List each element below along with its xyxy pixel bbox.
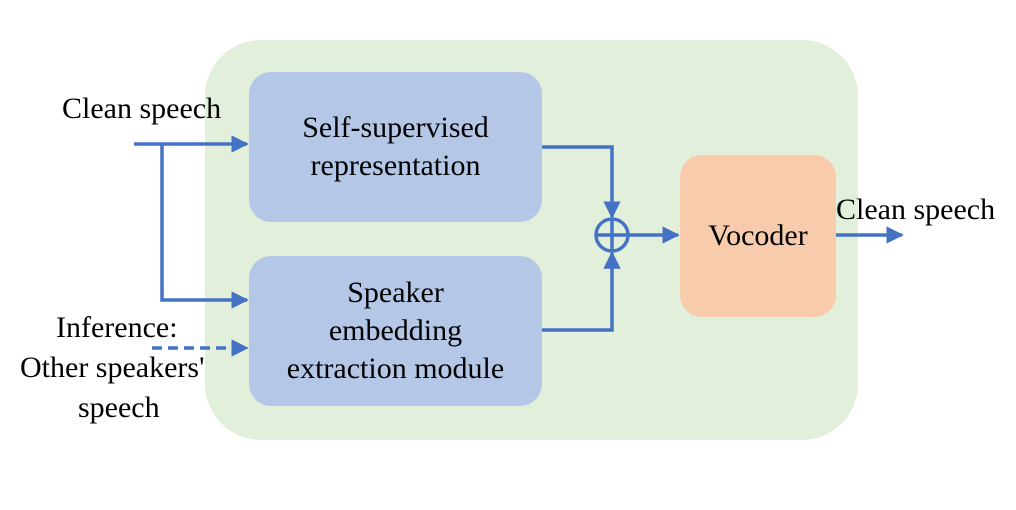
ssr-line-1: Self-supervised xyxy=(302,111,489,144)
ssr-line-2: representation xyxy=(310,149,481,182)
inference-label-line-3: speech xyxy=(78,391,160,424)
ssr-to-sum-arrow xyxy=(542,145,621,219)
speaker-line-3: extraction module xyxy=(286,352,505,385)
speaker-line-1: Speaker xyxy=(347,276,444,309)
input-to-speaker-arrow xyxy=(160,144,249,309)
speaker-line-2: embedding xyxy=(328,314,463,347)
self-supervised-representation-box: Self-supervised representation xyxy=(249,72,542,222)
input-label: Clean speech xyxy=(62,92,222,125)
speaker-embedding-box: Speaker embedding extraction module xyxy=(249,256,542,406)
inference-label-line-2: Other speakers' xyxy=(20,351,205,384)
vocoder-box: Vocoder xyxy=(680,155,836,317)
inference-label-line-1: Inference: xyxy=(56,311,178,344)
vocoder-label: Vocoder xyxy=(708,219,808,252)
output-label: Clean speech xyxy=(836,193,996,226)
speaker-to-sum-arrow xyxy=(542,251,621,332)
